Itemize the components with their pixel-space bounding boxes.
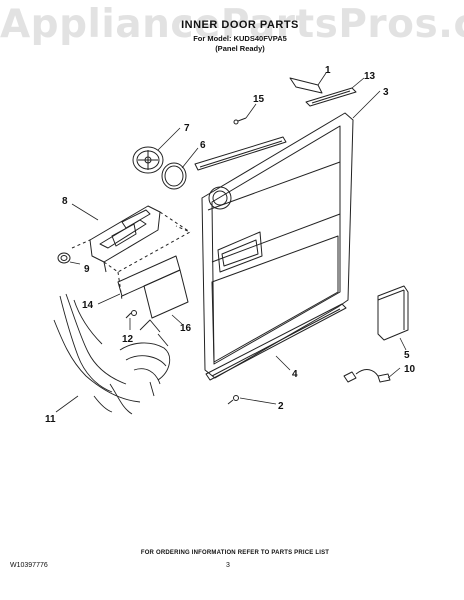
ordering-note: FOR ORDERING INFORMATION REFER TO PARTS … (140, 550, 330, 556)
callout-11: 11 (45, 414, 56, 425)
callout-labels: 1 13 3 15 7 6 8 9 14 12 16 11 4 2 5 10 (45, 65, 416, 425)
callout-15: 15 (253, 94, 265, 105)
model-info: For Model: KUDS40FVPA5 (Panel Ready) (150, 34, 330, 54)
part-2-screw (227, 395, 239, 405)
callout-7: 7 (184, 123, 190, 134)
part-7-cap (132, 146, 164, 174)
panel-line: (Panel Ready) (215, 44, 265, 53)
callout-1: 1 (325, 65, 331, 76)
part-1-door-trim (289, 77, 323, 94)
callout-16: 16 (180, 323, 192, 334)
callout-3: 3 (383, 87, 389, 98)
callout-8: 8 (62, 196, 68, 207)
callout-4: 4 (292, 369, 298, 380)
callout-12: 12 (122, 334, 134, 345)
part-15-screw (233, 117, 247, 125)
callout-10: 10 (404, 364, 416, 375)
part-6-gasket (161, 162, 187, 190)
callout-13: 13 (364, 71, 376, 82)
part-upper-bar (194, 136, 287, 171)
part-16-cover (143, 269, 189, 319)
part-11-wiring-harness (53, 293, 171, 415)
part-13-vent-strip (305, 87, 357, 107)
document-number: W10397776 (10, 562, 48, 569)
part-14-board (117, 255, 181, 297)
part-4-lower-strip (205, 303, 347, 381)
part-3-inner-door (201, 112, 354, 379)
page-number: 3 (226, 562, 230, 569)
model-line: For Model: KUDS40FVPA5 (193, 34, 287, 43)
callout-6: 6 (200, 140, 206, 151)
callout-5: 5 (404, 350, 410, 361)
leader-lines (55, 72, 407, 413)
part-9-knob (57, 252, 71, 264)
callout-2: 2 (278, 401, 284, 412)
part-leader-dashes (71, 211, 191, 301)
part-10-sensor-cable (343, 369, 391, 383)
part-12-screw (125, 310, 137, 319)
part-8-dispenser (89, 205, 161, 273)
part-5-bracket (377, 285, 409, 341)
callout-14: 14 (82, 300, 94, 311)
watermark: AppliancePartsPros.com (0, 2, 464, 47)
callout-9: 9 (84, 264, 90, 275)
page-title: INNER DOOR PARTS (181, 19, 299, 31)
